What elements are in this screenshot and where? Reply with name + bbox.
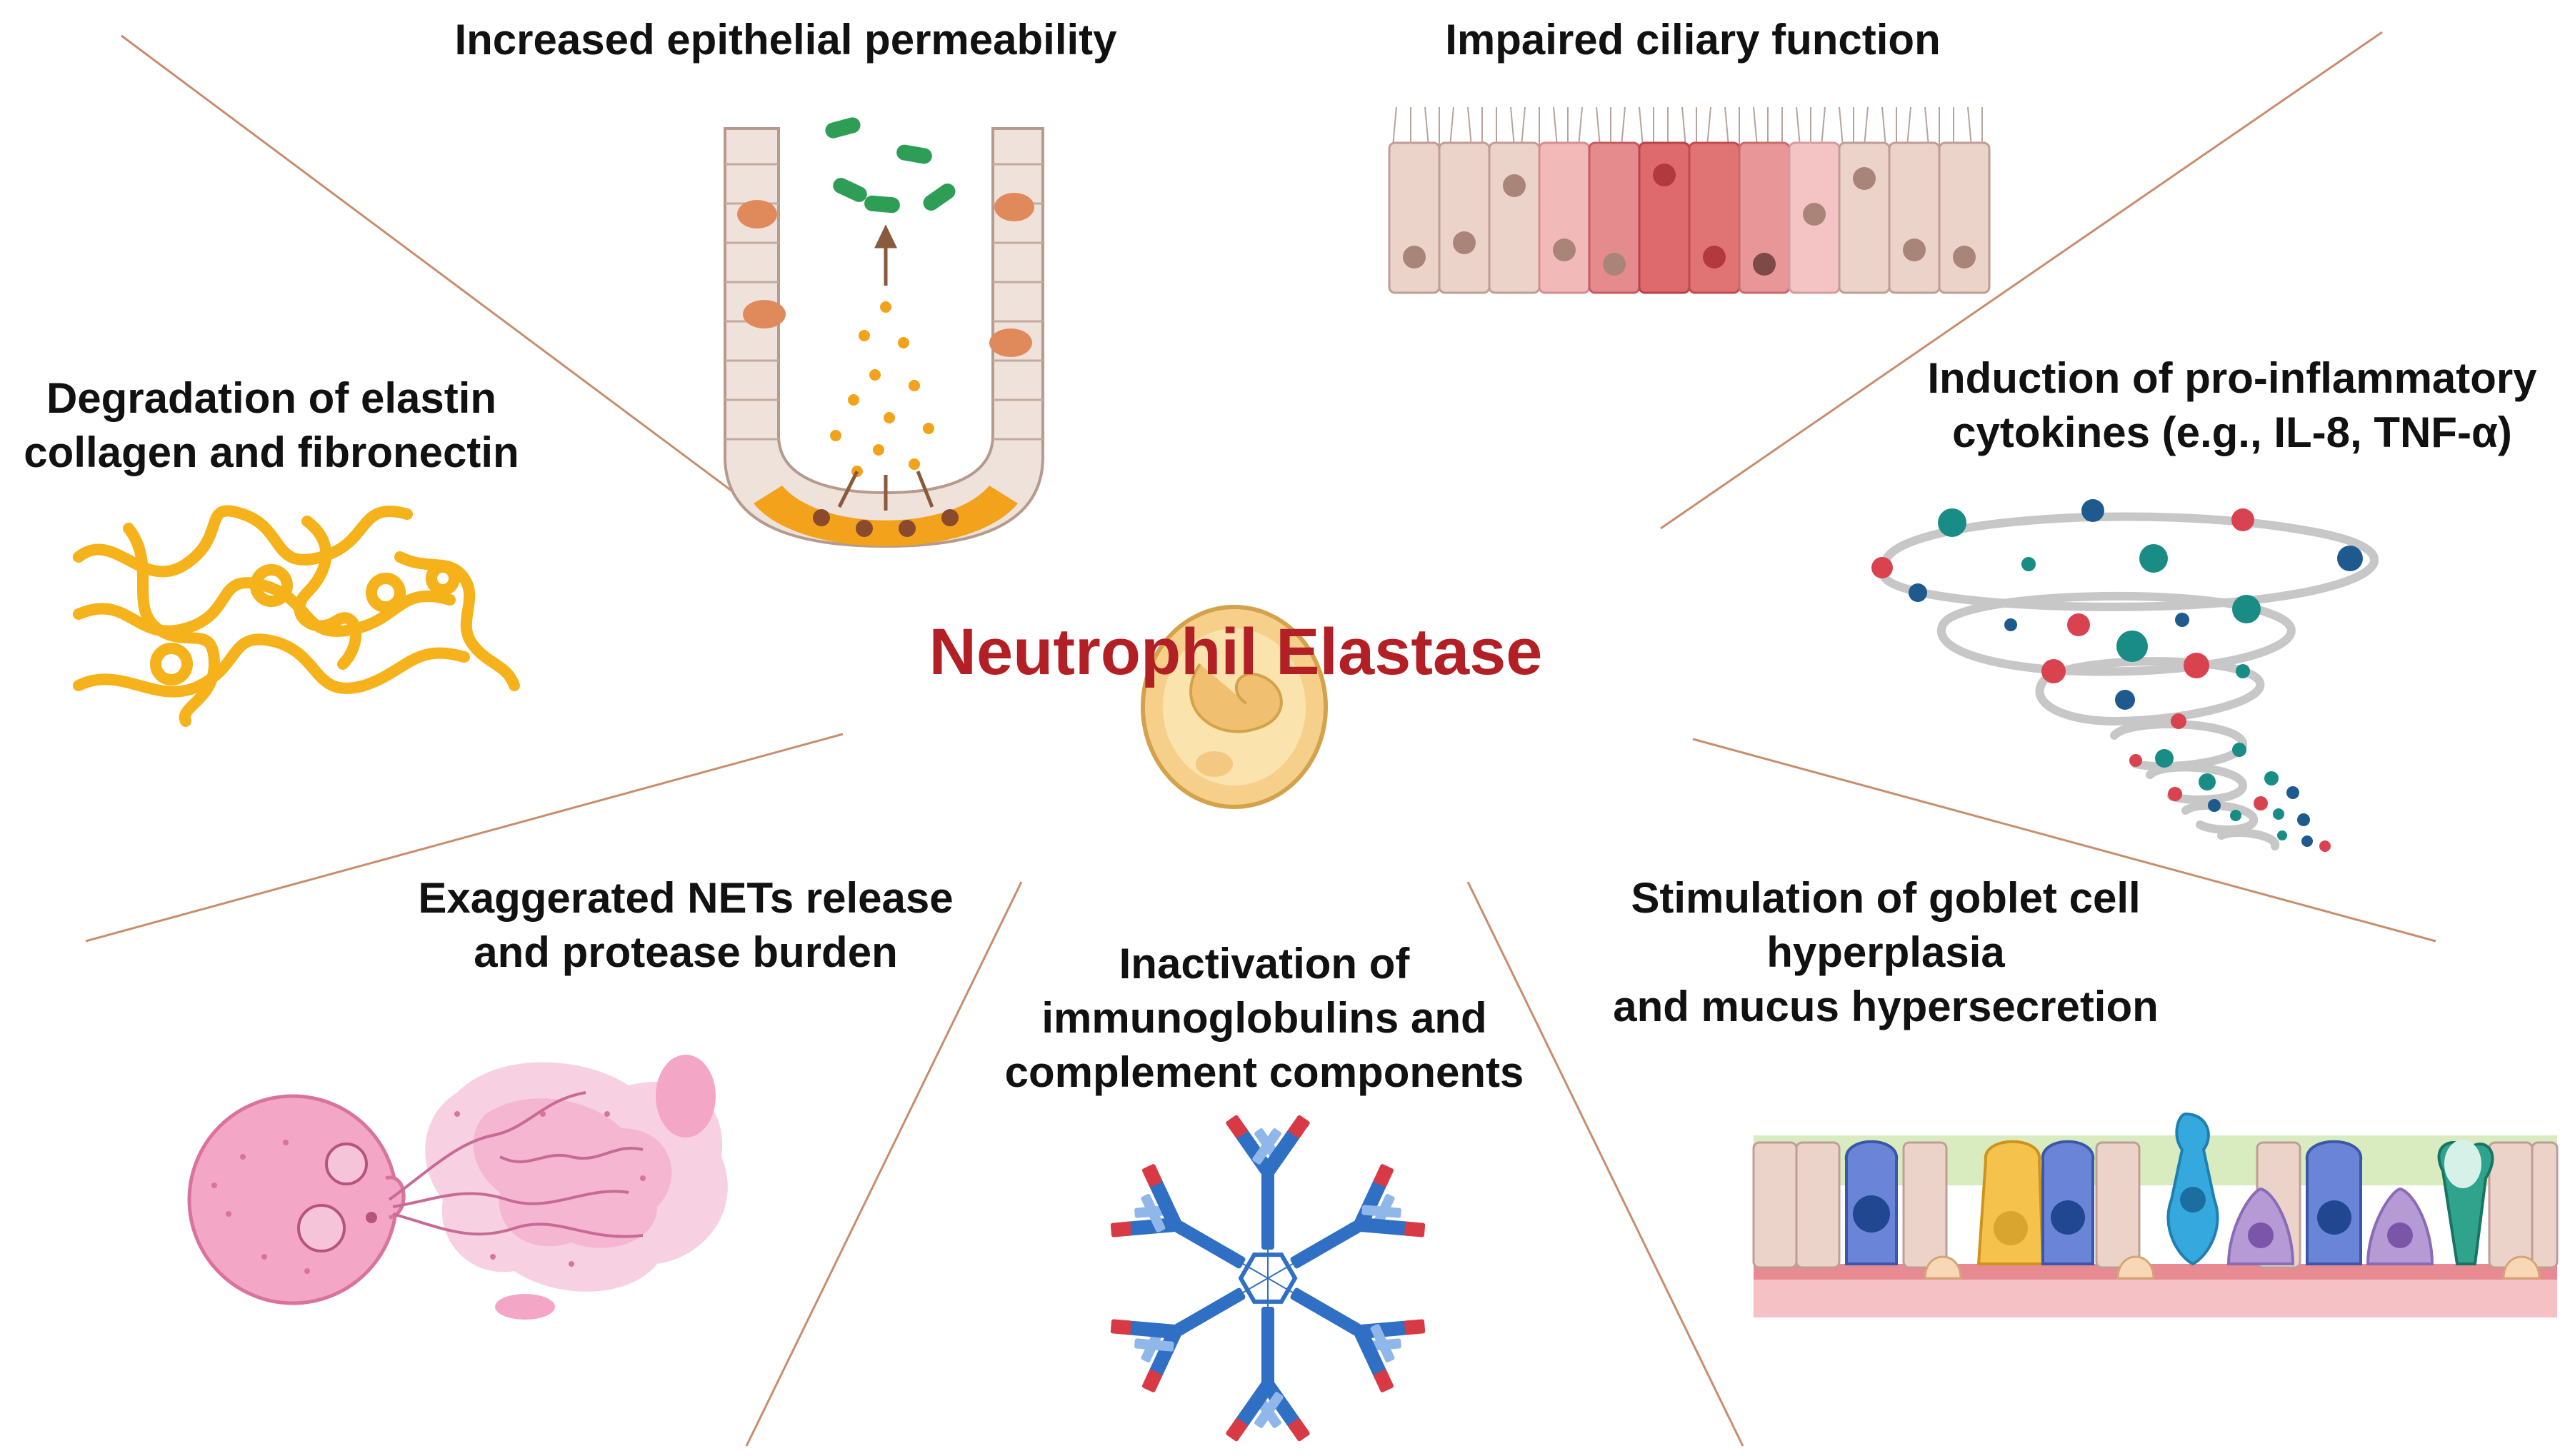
- effect-label-cytokines: Induction of pro-inflammatory cytokines …: [1900, 351, 2564, 460]
- center-title: Neutrophil Elastase: [929, 616, 1543, 688]
- effect-line: Exaggerated NETs release: [418, 874, 954, 922]
- divider-line: [1466, 881, 1744, 1447]
- effect-line: and protease burden: [474, 928, 898, 976]
- effect-line: Degradation of elastin: [46, 374, 497, 422]
- effect-line: Induction of pro-inflammatory: [1927, 354, 2537, 402]
- effect-line: Stimulation of goblet cell: [1631, 874, 2141, 922]
- net-release-icon: [187, 1055, 728, 1320]
- effect-label-elastin: Degradation of elastin collagen and fibr…: [0, 371, 543, 480]
- effect-line: collagen and fibronectin: [24, 428, 519, 476]
- effect-label-goblet: Stimulation of goblet cell hyperplasia a…: [1571, 871, 2200, 1034]
- elastin-fiber-icon: [73, 505, 520, 727]
- antibody-arm: [1110, 1164, 1269, 1279]
- effect-line: Inactivation of: [1119, 940, 1410, 988]
- antibody-arm: [1267, 1164, 1426, 1279]
- effect-line: Increased epithelial permeability: [454, 16, 1117, 64]
- divider-line: [85, 733, 844, 943]
- effect-line: Impaired ciliary function: [1445, 16, 1941, 64]
- effect-line: hyperplasia: [1766, 928, 2005, 976]
- antibody-hexamer-icon: [1110, 1115, 1426, 1442]
- antibody-arm: [1267, 1277, 1426, 1392]
- divider-line: [1660, 31, 2383, 530]
- neutrophil-cell-icon: [1141, 605, 1328, 809]
- divider-line: [121, 34, 783, 530]
- divider-line: [745, 881, 1023, 1447]
- effect-label-ciliary: Impaired ciliary function: [1386, 13, 2000, 67]
- effect-label-permeability: Increased epithelial permeability: [414, 13, 1157, 67]
- cytokine-tornado-icon: [1871, 499, 2379, 852]
- effect-label-immuno: Inactivation of immunoglobulins and comp…: [950, 937, 1579, 1100]
- antibody-arm: [1226, 1115, 1310, 1278]
- effect-line: and mucus hypersecretion: [1613, 983, 2159, 1030]
- goblet-cell-epithelium-icon: [1752, 1112, 2559, 1317]
- antibody-arm: [1226, 1278, 1310, 1442]
- radial-dividers: [85, 31, 2436, 1447]
- effect-line: immunoglobulins and: [1041, 994, 1487, 1042]
- effect-line: cytokines (e.g., IL-8, TNF-α): [1952, 408, 2512, 456]
- effect-label-nets: Exaggerated NETs release and protease bu…: [386, 871, 986, 980]
- antibody-arm: [1110, 1277, 1269, 1392]
- divider-line: [1692, 738, 2436, 943]
- epithelial-crypt-icon: [724, 117, 1044, 548]
- ciliated-epithelium-icon: [1388, 106, 1991, 294]
- effect-line: complement components: [1004, 1048, 1524, 1096]
